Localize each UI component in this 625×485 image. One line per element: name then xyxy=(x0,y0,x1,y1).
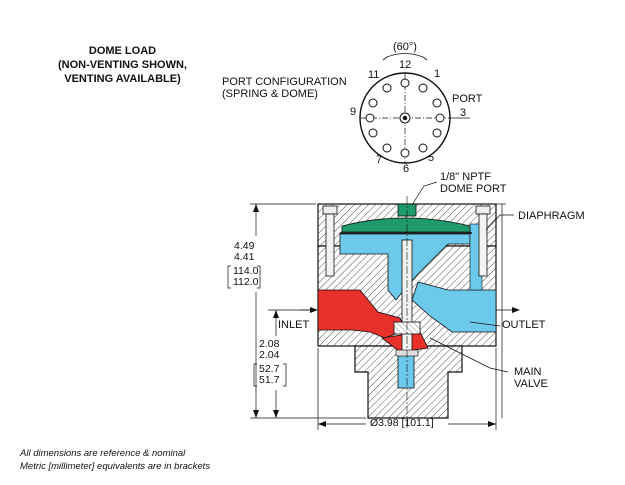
port-position-9: 9 xyxy=(350,106,357,118)
port-height-dimension xyxy=(253,307,318,418)
diaphragm-callout: DIAPHRAGM xyxy=(518,210,585,222)
height-in-min: 4.41 xyxy=(234,251,255,263)
note-metric: Metric [millimeter] equivalents are in b… xyxy=(20,461,211,472)
port-mm-min: 51.7 xyxy=(259,374,280,386)
outlet-callout: OUTLET xyxy=(502,319,546,331)
port-config-label: PORT CONFIGURATION xyxy=(222,76,347,88)
port-configuration-dial xyxy=(359,53,470,164)
diagram-title: DOME LOAD (NON-VENTING SHOWN, VENTING AV… xyxy=(20,44,225,86)
port-position-3: 3 xyxy=(460,107,467,119)
diaphragm xyxy=(341,217,471,233)
height-mm-max: 114.0 xyxy=(233,265,259,277)
inlet-callout: INLET xyxy=(278,319,310,331)
main-valve-callout-line2: VALVE xyxy=(514,378,548,390)
title-line-1: DOME LOAD xyxy=(88,45,157,57)
outlet-arrow xyxy=(496,307,520,313)
port-position-12: 12 xyxy=(399,59,412,71)
port-label: PORT xyxy=(452,93,483,105)
port-angle-label: (60°) xyxy=(393,41,417,53)
height-dimension xyxy=(227,203,366,419)
height-in-max: 4.49 xyxy=(234,240,255,252)
port-in-min: 2.04 xyxy=(259,349,280,361)
dome-port-callout-line1: 1/8" NPTF xyxy=(440,171,491,183)
port-in-max: 2.08 xyxy=(259,338,280,350)
height-mm-min: 112.0 xyxy=(233,276,259,288)
title-line-2: (NON-VENTING SHOWN, xyxy=(58,59,187,71)
dome-port-callout-line2: DOME PORT xyxy=(440,183,507,195)
regulator-cross-section xyxy=(317,196,497,428)
port-position-7: 7 xyxy=(376,154,383,166)
outlet-passage xyxy=(411,281,497,333)
diameter-dimension-line xyxy=(317,203,506,430)
port-mm-max: 52.7 xyxy=(259,363,280,375)
note-reference: All dimensions are reference & nominal xyxy=(20,448,186,459)
port-position-11: 11 xyxy=(368,69,380,81)
diameter-dimension: Ø3.98 [101.1] xyxy=(370,417,434,429)
title-line-3: VENTING AVAILABLE) xyxy=(64,73,181,85)
port-position-1: 1 xyxy=(434,68,441,80)
port-position-6: 6 xyxy=(403,163,410,175)
port-position-5: 5 xyxy=(428,152,435,164)
port-config-sublabel: (SPRING & DOME) xyxy=(222,88,318,100)
main-valve-callout-line1: MAIN xyxy=(514,366,542,378)
